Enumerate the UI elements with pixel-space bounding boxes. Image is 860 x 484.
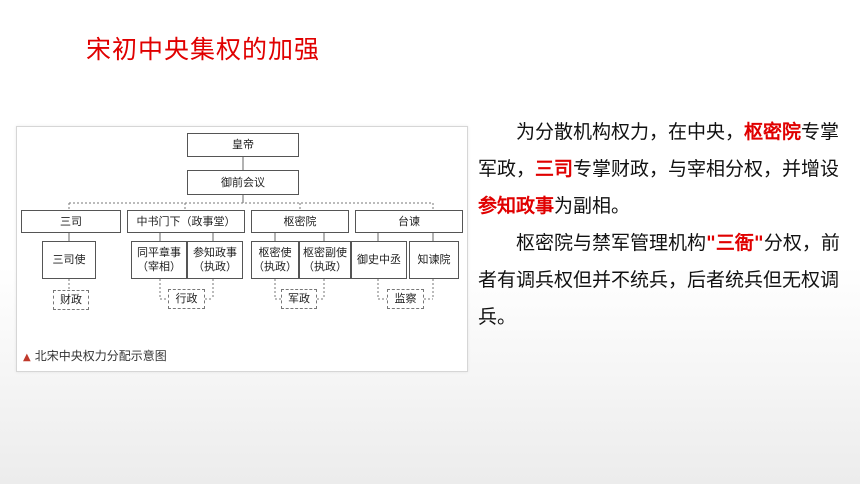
- p2-text-1: 枢密院与禁军管理机构: [516, 232, 707, 254]
- connector-lines: [68, 157, 434, 300]
- power-distribution-diagram: 皇帝 御前会议 三司 中书门下（政事堂） 枢密院 台谏 三司使 同平章事 （宰相…: [16, 126, 468, 372]
- tongping-note: （宰相）: [137, 260, 181, 273]
- diagram-caption: ▲北宋中央权力分配示意图: [23, 347, 167, 364]
- finance-box: 财政: [53, 290, 89, 310]
- military-box: 军政: [281, 289, 317, 309]
- taijian-box: 台谏: [355, 210, 463, 233]
- p1-text-3: 专掌财政，与宰相分权，并增设: [573, 158, 840, 180]
- yushi-zhongcheng-box: 御史中丞: [351, 241, 407, 279]
- zhijianyuan-box: 知谏院: [409, 241, 459, 279]
- shumiyuan-box: 枢密院: [251, 210, 349, 233]
- p1-text-4: 为副相。: [554, 195, 631, 217]
- zhongshu-menxia-box: 中书门下（政事堂）: [127, 210, 245, 233]
- p1-highlight-sansi: 三司: [535, 158, 574, 180]
- canzhi-note: （执政）: [193, 260, 237, 273]
- sansi-shi-box: 三司使: [42, 241, 96, 279]
- imperial-council-box: 御前会议: [187, 170, 299, 195]
- shumi-fushi-title: 枢密副使: [303, 246, 347, 259]
- p1-text-1: 为分散机构权力，在中央，: [516, 121, 745, 143]
- administration-box: 行政: [168, 289, 205, 309]
- canzhi-zhengshi-box: 参知政事 （执政）: [187, 241, 243, 279]
- explanation-text: 为分散机构权力，在中央，枢密院专掌军政，三司专掌财政，与宰相分权，并增设参知政事…: [478, 114, 856, 336]
- shumi-fushi-note: （执政）: [303, 260, 347, 273]
- slide-title: 宋初中央集权的加强: [86, 35, 321, 64]
- p2-highlight-sanya: "三衙": [706, 232, 764, 254]
- sansi-branch-box: 三司: [21, 210, 121, 233]
- p2-text-2: 分权，前者有调兵权但并不统兵，后者统兵但无权调兵。: [478, 232, 840, 328]
- shumi-shi-title: 枢密使: [258, 246, 292, 259]
- tongping-zhangshi-box: 同平章事 （宰相）: [131, 241, 187, 279]
- paragraph-2: 枢密院与禁军管理机构"三衙"分权，前者有调兵权但并不统兵，后者统兵但无权调兵。: [478, 225, 856, 336]
- shumi-fushi-box: 枢密副使 （执政）: [299, 241, 351, 279]
- p1-text-2: 专掌军政，: [478, 121, 840, 180]
- paragraph-1: 为分散机构权力，在中央，枢密院专掌军政，三司专掌财政，与宰相分权，并增设参知政事…: [478, 114, 856, 225]
- supervision-box: 监察: [387, 289, 424, 309]
- canzhi-title: 参知政事: [193, 246, 237, 259]
- triangle-icon: ▲: [23, 352, 31, 363]
- caption-text: 北宋中央权力分配示意图: [34, 349, 167, 363]
- p1-highlight-canzhi: 参知政事: [478, 195, 555, 217]
- shumi-shi-box: 枢密使 （执政）: [251, 241, 299, 279]
- shumi-shi-note: （执政）: [253, 260, 297, 273]
- tongping-title: 同平章事: [137, 246, 181, 259]
- emperor-box: 皇帝: [187, 133, 299, 157]
- p1-highlight-shumiyuan: 枢密院: [744, 121, 802, 143]
